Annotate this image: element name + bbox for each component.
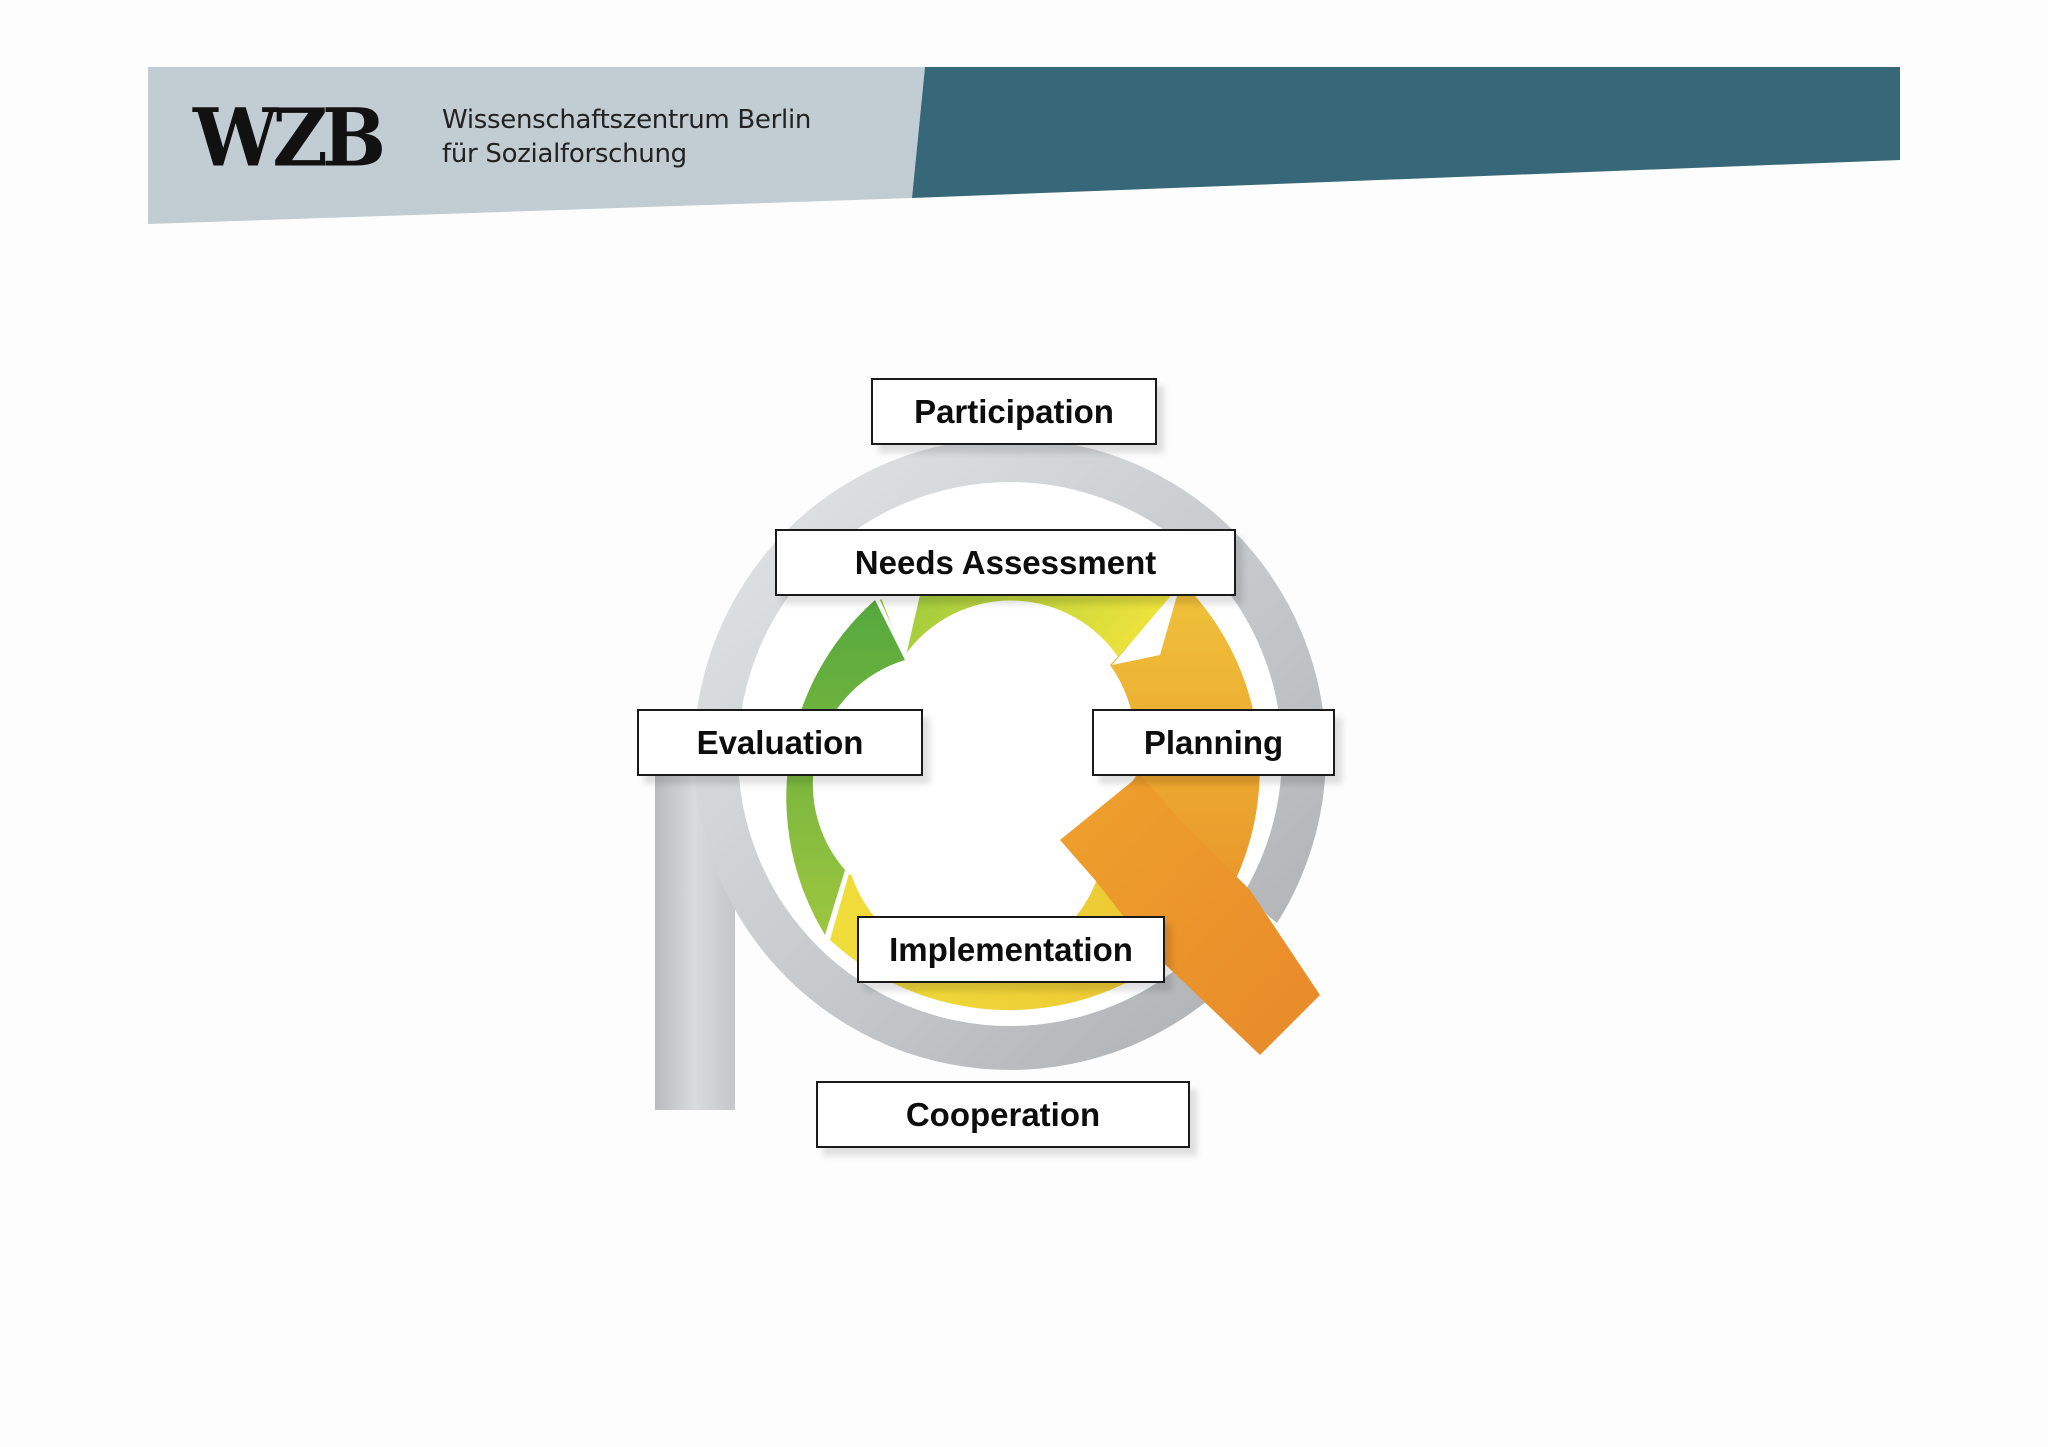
label-participation: Participation — [871, 378, 1157, 445]
arrow-notch-top — [880, 595, 920, 660]
q-tail-arrow — [1060, 775, 1320, 1055]
banner-dark-band — [912, 67, 1900, 198]
arrow-notch-left — [845, 845, 920, 875]
label-needs-assessment: Needs Assessment — [775, 529, 1236, 596]
segment-evaluation — [786, 600, 905, 935]
wzb-logo: WZB — [193, 90, 386, 185]
header-banner — [148, 67, 1900, 224]
center-hole — [888, 632, 1132, 876]
label-implementation: Implementation — [857, 916, 1165, 983]
banner-light-band — [148, 67, 925, 224]
institution-name-line2: für Sozialforschung — [442, 139, 687, 169]
arrow-notch-right — [1112, 585, 1180, 665]
label-evaluation: Evaluation — [637, 709, 923, 776]
institution-name-line1: Wissenschaftszentrum Berlin — [442, 105, 812, 135]
institution-name: Wissenschaftszentrum Berlin für Sozialfo… — [442, 103, 811, 171]
label-planning: Planning — [1092, 709, 1335, 776]
label-cooperation: Cooperation — [816, 1081, 1190, 1148]
